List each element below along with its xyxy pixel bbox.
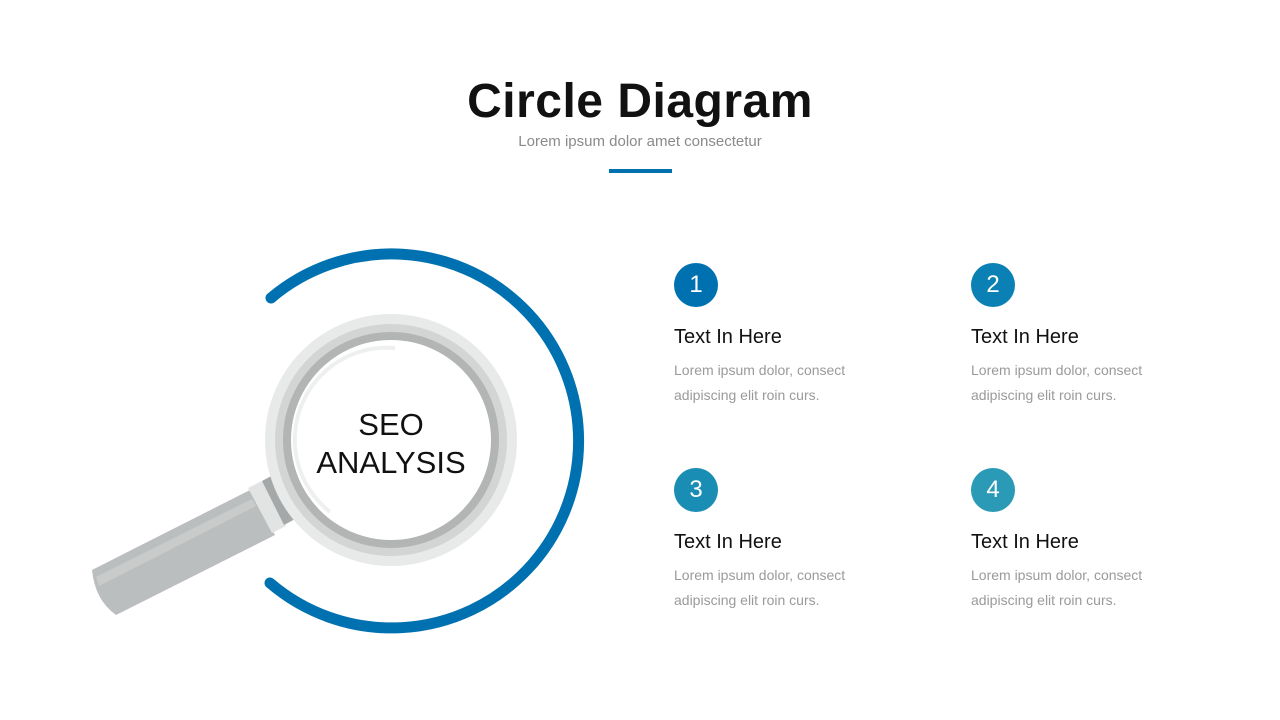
number-badge: 3 [674, 468, 718, 512]
item-3: 3 Text In Here Lorem ipsum dolor, consec… [674, 468, 914, 613]
item-title: Text In Here [674, 326, 782, 348]
item-4: 4 Text In Here Lorem ipsum dolor, consec… [971, 468, 1211, 613]
item-title: Text In Here [971, 326, 1079, 348]
item-2: 2 Text In Here Lorem ipsum dolor, consec… [971, 263, 1211, 408]
item-description: Lorem ipsum dolor, consect adipiscing el… [971, 567, 1143, 608]
magnifier-handle [92, 474, 297, 615]
number-badge: 1 [674, 263, 718, 307]
item-title: Text In Here [674, 531, 782, 553]
number-badge: 2 [971, 263, 1015, 307]
item-description: Lorem ipsum dolor, consect adipiscing el… [674, 362, 846, 403]
page-title: Circle Diagram [467, 75, 813, 128]
center-label-line2: ANALYSIS [316, 445, 466, 480]
item-description: Lorem ipsum dolor, consect adipiscing el… [971, 362, 1143, 403]
magnifier-lens [265, 314, 517, 566]
outer-arc [264, 248, 585, 634]
title-divider [609, 169, 672, 173]
item-1: 1 Text In Here Lorem ipsum dolor, consec… [674, 263, 914, 408]
item-title: Text In Here [971, 531, 1079, 553]
item-description: Lorem ipsum dolor, consect adipiscing el… [674, 567, 846, 608]
page-subtitle: Lorem ipsum dolor amet consectetur [518, 133, 762, 150]
center-label-line1: SEO [358, 407, 424, 442]
number-badge: 4 [971, 468, 1015, 512]
center-label: SEO ANALYSIS [291, 406, 491, 482]
